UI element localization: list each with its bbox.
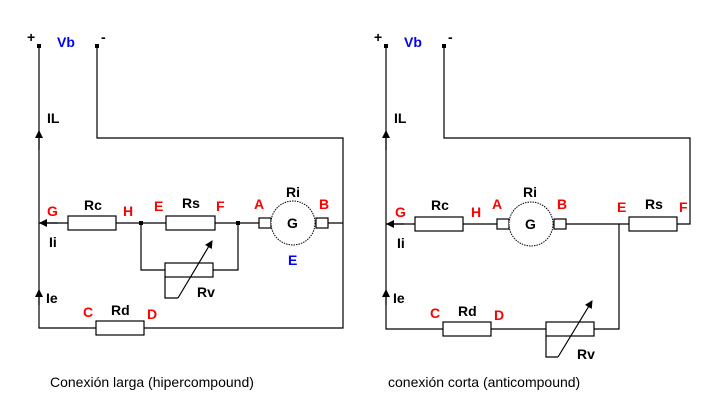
generator-label: G [287, 215, 298, 231]
generator-label: G [525, 216, 536, 232]
node-a: A [254, 196, 264, 212]
ii-label: Ii [49, 234, 57, 250]
long-shunt-circuit: + - Vb IL Ii Ie Rc Rs Rv G Ri [27, 29, 344, 390]
node-e: E [154, 198, 163, 214]
node-a: A [492, 196, 502, 212]
rc-resistor [67, 215, 117, 231]
il-label: IL [47, 110, 60, 126]
top-return-wire [443, 46, 691, 225]
rc-resistor [414, 216, 464, 232]
node-f: F [216, 198, 225, 214]
node-e-blue: E [288, 252, 297, 268]
brush-b [315, 217, 329, 229]
generator-icon [270, 200, 316, 246]
rv-wiper [545, 336, 558, 358]
rv-rheostat [545, 321, 595, 337]
left-wire [38, 46, 96, 329]
rv-parallel-wire [140, 223, 239, 271]
node-b: B [319, 196, 329, 212]
il-label: IL [394, 110, 407, 126]
voltage-label: Vb [57, 34, 75, 50]
rv-variable-arrow-icon [557, 300, 593, 358]
brush-a [496, 218, 510, 230]
minus-sign: - [101, 29, 106, 45]
rd-resistor [95, 320, 145, 336]
rv-wiper [164, 277, 178, 299]
ri-label: Ri [523, 184, 537, 200]
node-b: B [557, 196, 567, 212]
plus-sign: + [374, 29, 382, 45]
junction-dot [236, 221, 240, 225]
caption-short-shunt: conexión corta (anticompound) [388, 374, 580, 390]
node-h: H [471, 204, 481, 220]
rv-label: Rv [577, 346, 595, 362]
node-f: F [679, 199, 688, 215]
rc-label: Rc [431, 197, 449, 213]
rd-resistor [442, 321, 492, 337]
rd-label: Rd [111, 302, 130, 318]
node-d: D [494, 307, 504, 323]
rs-label: Rs [182, 195, 200, 211]
short-shunt-circuit: + - Vb IL Ii Ie Rc G Ri Rs Rd Rv G H A B… [374, 29, 691, 390]
junction-dot [139, 221, 143, 225]
top-return-wire [96, 46, 344, 329]
rs-resistor [165, 215, 216, 231]
rc-label: Rc [84, 197, 102, 213]
node-g: G [395, 204, 406, 220]
ie-label: Ie [393, 290, 405, 306]
rd-label: Rd [458, 303, 477, 319]
ri-label: Ri [286, 184, 300, 200]
node-e: E [617, 199, 626, 215]
rv-label: Rv [197, 284, 215, 300]
brush-b [553, 218, 567, 230]
generator-icon [508, 201, 554, 247]
ii-label: Ii [397, 235, 405, 251]
node-c: C [83, 304, 93, 320]
node-h: H [123, 203, 133, 219]
rs-label: Rs [645, 196, 663, 212]
rv-variable-arrow-icon [177, 240, 213, 299]
brush-a [258, 217, 272, 229]
node-d: D [147, 306, 157, 322]
shunt-wire [491, 224, 620, 330]
plus-sign: + [27, 29, 35, 45]
voltage-label: Vb [404, 34, 422, 50]
node-c: C [430, 305, 440, 321]
rv-rheostat [164, 262, 214, 278]
caption-long-shunt: Conexión larga (hipercompound) [50, 374, 254, 390]
rs-resistor [628, 216, 678, 232]
minus-sign: - [448, 29, 453, 45]
ie-label: Ie [46, 290, 58, 306]
left-wire [385, 46, 443, 330]
node-g: G [47, 203, 58, 219]
